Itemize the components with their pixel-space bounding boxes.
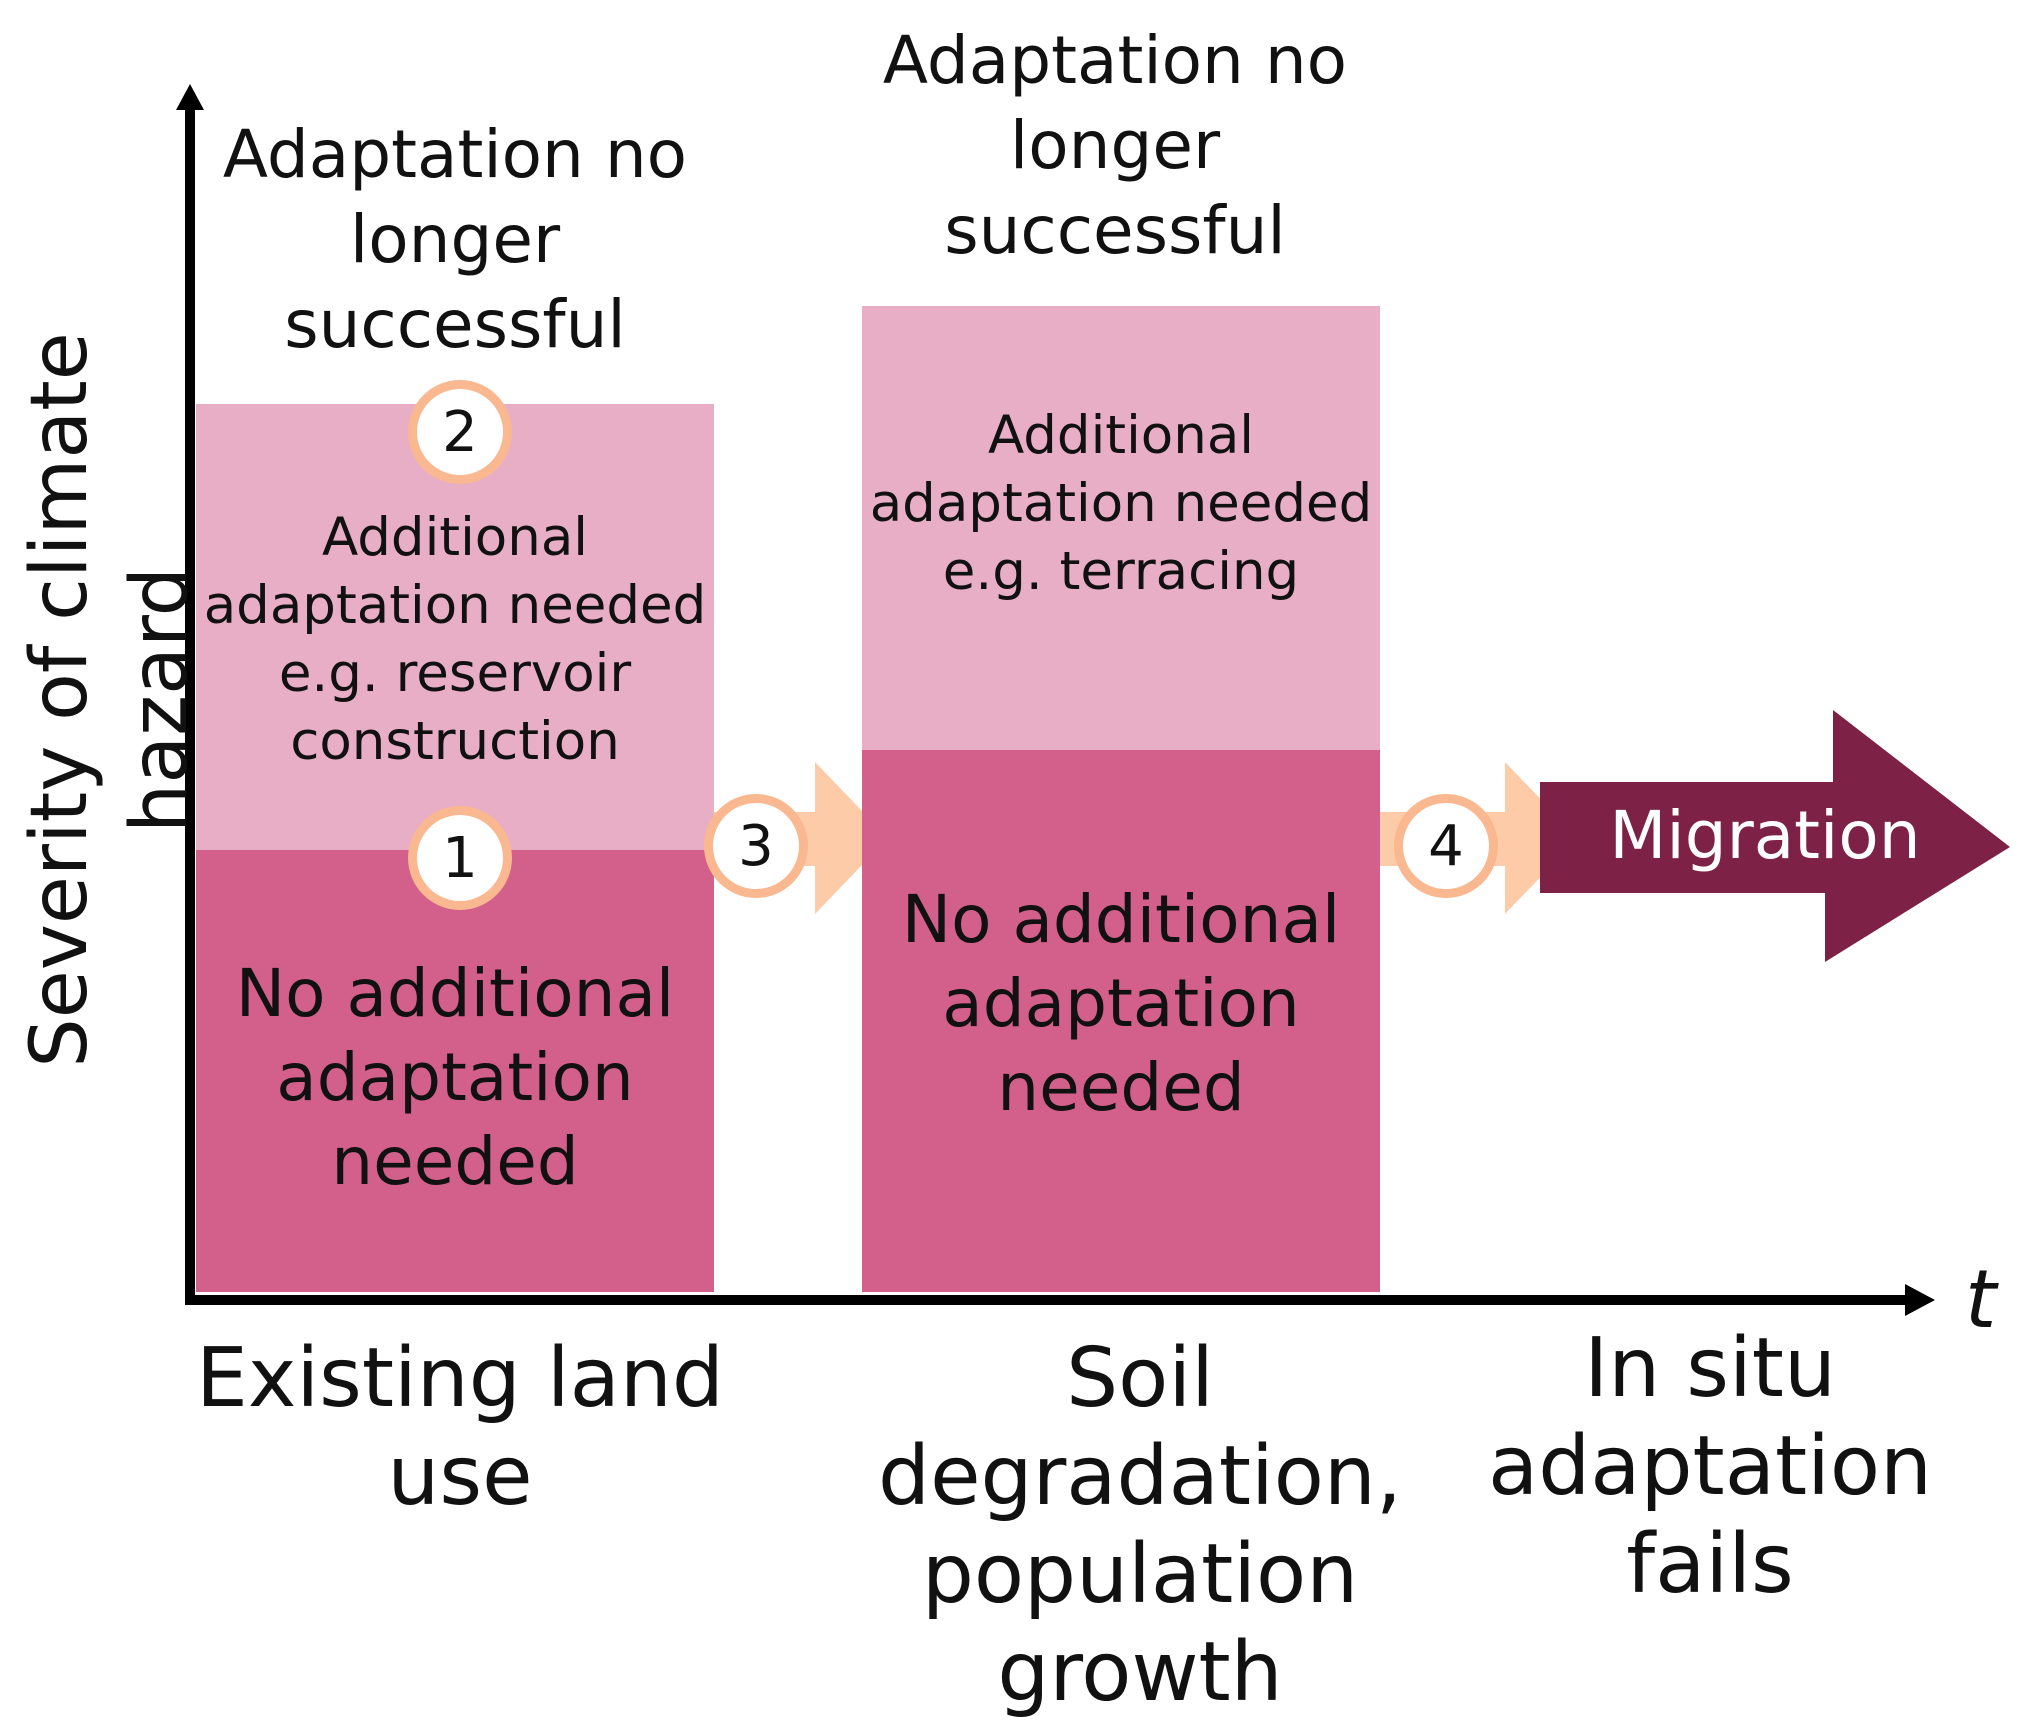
stage1-top-label: Adaptation no longer successful xyxy=(222,116,688,363)
stage2-bottom-label: Soil degradation, population growth xyxy=(878,1331,1402,1720)
stage1-lower-block: No additional adaptation needed xyxy=(196,850,714,1292)
migration-arrow xyxy=(1540,710,2010,962)
stage2-lower-block: No additional adaptation needed xyxy=(862,750,1380,1292)
y-axis-label: Severity of climate hazard xyxy=(15,332,205,1068)
stage2-lower-text: No additional adaptation needed xyxy=(901,881,1341,1126)
x-axis-label: t xyxy=(1965,1253,1997,1346)
stage1-lower-text: No additional adaptation needed xyxy=(235,955,675,1200)
marker-1: 1 xyxy=(408,806,512,910)
stage1-upper-block: Additional adaptation needed e.g. reserv… xyxy=(196,404,714,850)
stage2-top-label: Adaptation no longer successful xyxy=(882,22,1348,269)
stage1-bottom-label: Existing land use xyxy=(196,1331,724,1524)
marker-2: 2 xyxy=(408,380,512,484)
stage3-bottom-label: In situ adaptation fails xyxy=(1487,1321,1933,1612)
y-axis-arrowhead xyxy=(176,84,204,110)
migration-label: Migration xyxy=(1609,797,1921,874)
stage1-upper-text: Additional adaptation needed e.g. reserv… xyxy=(203,507,707,772)
x-axis-arrowhead xyxy=(1905,1284,1935,1316)
marker-4: 4 xyxy=(1394,794,1498,898)
stage2-upper-text: Additional adaptation needed e.g. terrac… xyxy=(869,405,1373,602)
marker-3: 3 xyxy=(704,794,808,898)
stage2-upper-block: Additional adaptation needed e.g. terrac… xyxy=(862,306,1380,750)
